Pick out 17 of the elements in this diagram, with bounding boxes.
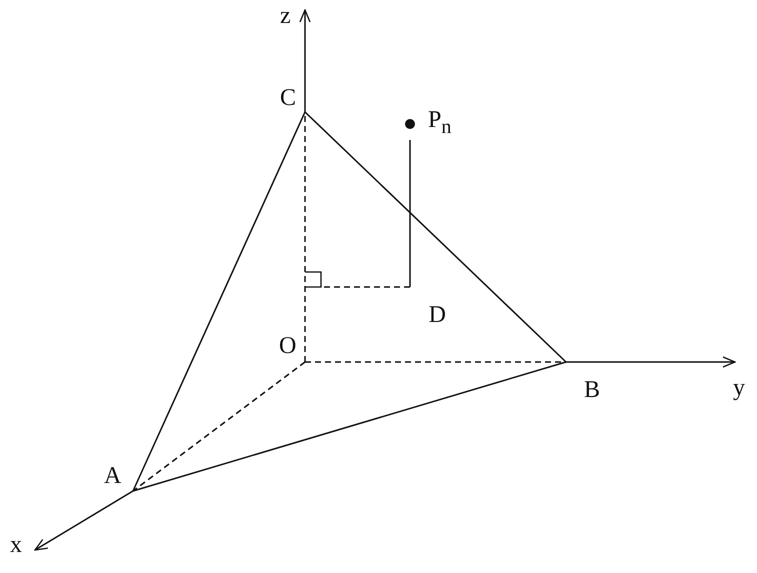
vertex-label: C [280,86,305,112]
line [304,111,567,363]
line [132,361,566,492]
vertex-label: A [104,464,133,491]
axis-label: y [733,376,745,400]
vertex-label: D [410,287,446,327]
line [409,140,411,287]
right-angle-mark [305,271,322,288]
axis-label: x [10,533,22,557]
point-label: P$_{n}$ [404,106,472,140]
vertex-label: O [279,334,305,362]
dashed-line [321,286,410,288]
line [132,112,306,492]
vertex-label: B [566,362,600,402]
dashed-line [305,361,566,363]
axis-label: z [280,4,291,28]
dashed-line [132,361,306,492]
